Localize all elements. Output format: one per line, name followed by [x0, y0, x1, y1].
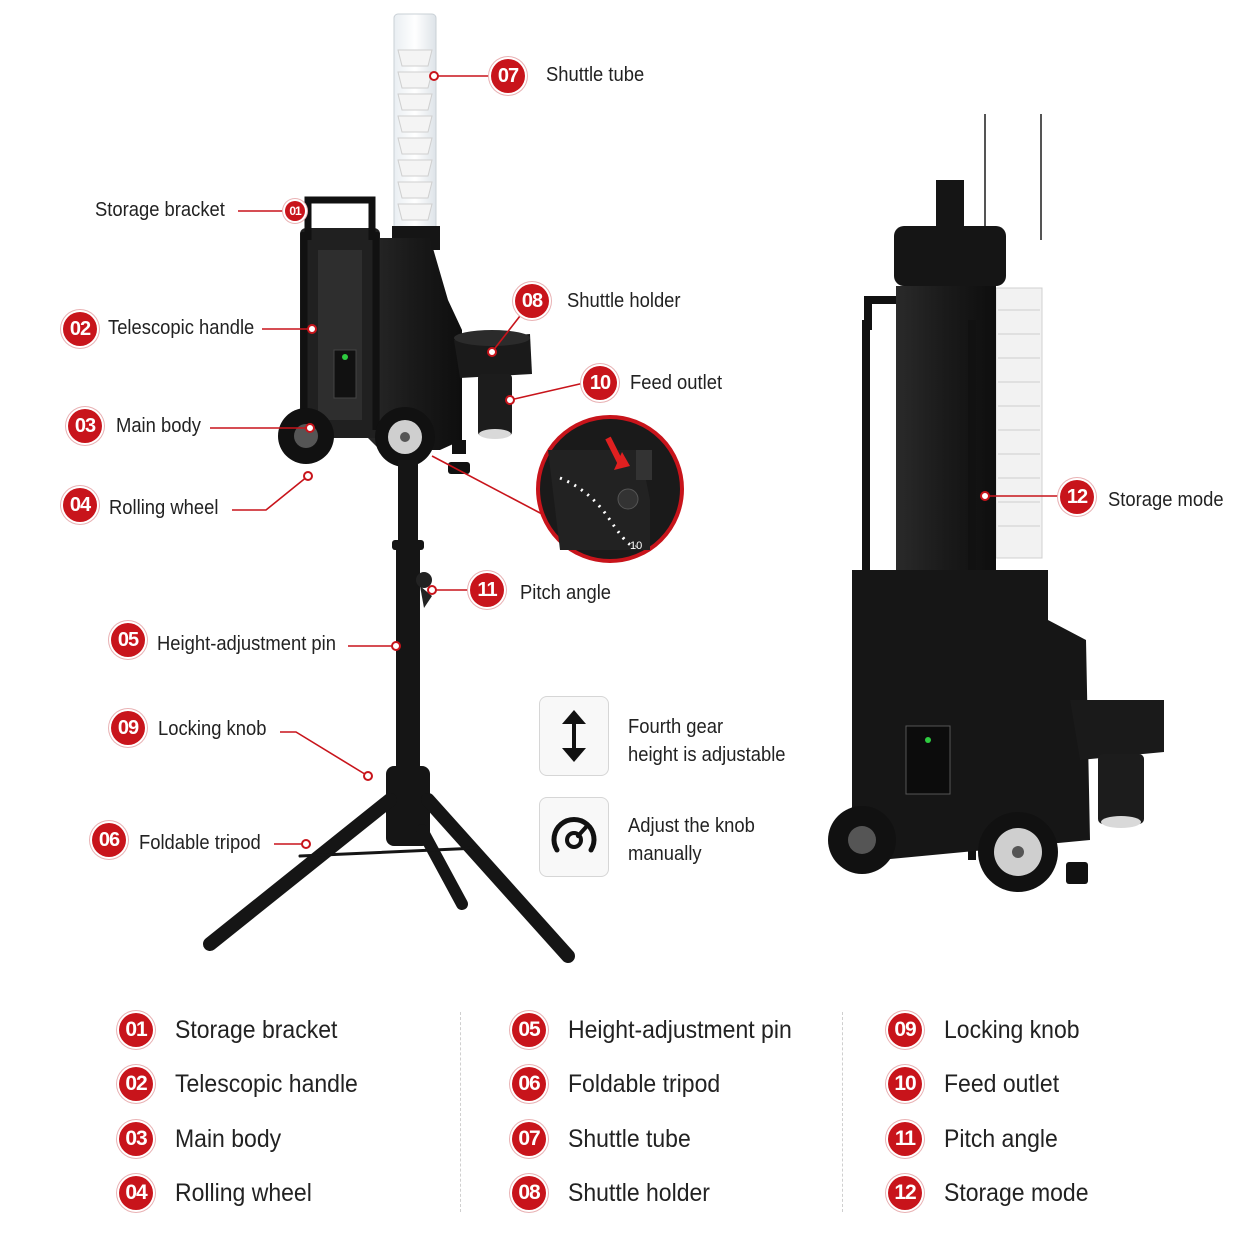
callout-label: Telescopic handle — [108, 317, 255, 339]
callout-number: 01 — [285, 201, 305, 221]
legend-number: 08 — [512, 1176, 546, 1210]
callout-label: Locking knob — [158, 718, 267, 740]
legend-item: 03 Main body — [119, 1122, 290, 1156]
up-down-arrow-icon — [539, 696, 609, 776]
shuttle-holder-graphic — [454, 330, 532, 439]
leader-dots — [301, 71, 990, 849]
legend-item: 07 Shuttle tube — [512, 1122, 701, 1156]
legend-label: Shuttle tube — [568, 1124, 691, 1153]
legend-item: 02 Telescopic handle — [119, 1067, 374, 1101]
callout-number: 09 — [111, 711, 145, 745]
callout-number: 04 — [63, 488, 97, 522]
legend-number: 05 — [512, 1013, 546, 1047]
callout-label: Foldable tripod — [139, 832, 261, 854]
callout-label: Shuttle holder — [567, 290, 681, 312]
legend-label: Shuttle holder — [568, 1178, 710, 1207]
feature-line: Adjust the knob — [628, 815, 755, 837]
callout-number: 10 — [583, 366, 617, 400]
callout-label: Height-adjustment pin — [157, 633, 336, 655]
feature-line: Fourth gear — [628, 716, 724, 738]
callout-number: 05 — [111, 623, 145, 657]
legend-divider — [460, 1012, 461, 1212]
legend-item: 11 Pitch angle — [888, 1122, 1068, 1156]
legend-label: Pitch angle — [944, 1124, 1058, 1153]
callout-label: Feed outlet — [630, 372, 723, 394]
legend-number: 06 — [512, 1067, 546, 1101]
legend-number: 01 — [119, 1013, 153, 1047]
legend-item: 04 Rolling wheel — [119, 1176, 324, 1210]
legend-number: 04 — [119, 1176, 153, 1210]
legend-label: Storage bracket — [175, 1015, 338, 1044]
legend-label: Height-adjustment pin — [568, 1015, 792, 1044]
callout-number: 02 — [63, 312, 97, 346]
legend-label: Rolling wheel — [175, 1178, 312, 1207]
storage-mode-machine-graphic — [828, 114, 1164, 892]
legend-item: 01 Storage bracket — [119, 1013, 352, 1047]
callout-number: 12 — [1060, 480, 1094, 514]
zoom-scale-label: 10 — [630, 540, 643, 552]
callout-label: Pitch angle — [520, 582, 612, 604]
legend-number: 10 — [888, 1067, 922, 1101]
legend-label: Main body — [175, 1124, 282, 1153]
main-body-graphic — [300, 226, 462, 450]
feature-height-adjustable: Fourth gear height is adjustable — [628, 713, 786, 769]
gauge-knob-icon — [539, 797, 609, 877]
legend-item: 06 Foldable tripod — [512, 1067, 733, 1101]
foldable-tripod-graphic — [203, 766, 575, 963]
callout-label: Shuttle tube — [546, 64, 645, 86]
callout-label: Storage mode — [1108, 489, 1224, 511]
rolling-wheel-graphic — [278, 407, 470, 474]
legend-number: 11 — [888, 1122, 922, 1156]
legend-item: 05 Height-adjustment pin — [512, 1013, 811, 1047]
callout-number: 03 — [68, 409, 102, 443]
legend-label: Telescopic handle — [175, 1069, 358, 1098]
storage-bracket-graphic — [304, 196, 376, 240]
legend-number: 07 — [512, 1122, 546, 1156]
leader-lines — [210, 75, 1060, 845]
legend-number: 12 — [888, 1176, 922, 1210]
legend-label: Foldable tripod — [568, 1069, 721, 1098]
legend-number: 02 — [119, 1067, 153, 1101]
shuttle-tube-graphic — [393, 13, 437, 237]
callout-number: 08 — [515, 284, 549, 318]
legend-number: 09 — [888, 1013, 922, 1047]
legend-label: Feed outlet — [944, 1069, 1060, 1098]
stand-pole-graphic — [392, 460, 432, 790]
legend-label: Locking knob — [944, 1015, 1080, 1044]
callout-number: 06 — [92, 823, 126, 857]
legend-number: 03 — [119, 1122, 153, 1156]
legend-item: 09 Locking knob — [888, 1013, 1091, 1047]
callout-number: 11 — [470, 573, 504, 607]
feature-line: manually — [628, 843, 702, 865]
pitch-angle-zoom-graphic — [536, 415, 684, 563]
feature-line: height is adjustable — [628, 744, 786, 766]
callout-number: 07 — [491, 59, 525, 93]
legend-item: 10 Feed outlet — [888, 1067, 1069, 1101]
feature-adjust-knob: Adjust the knob manually — [628, 812, 755, 868]
legend-divider — [842, 1012, 843, 1212]
callout-label: Storage bracket — [95, 199, 225, 221]
callout-label: Rolling wheel — [109, 497, 219, 519]
legend-item: 08 Shuttle holder — [512, 1176, 722, 1210]
legend-label: Storage mode — [944, 1178, 1089, 1207]
callout-label: Main body — [116, 415, 201, 437]
telescopic-handle-graphic — [300, 232, 380, 430]
legend-item: 12 Storage mode — [888, 1176, 1101, 1210]
